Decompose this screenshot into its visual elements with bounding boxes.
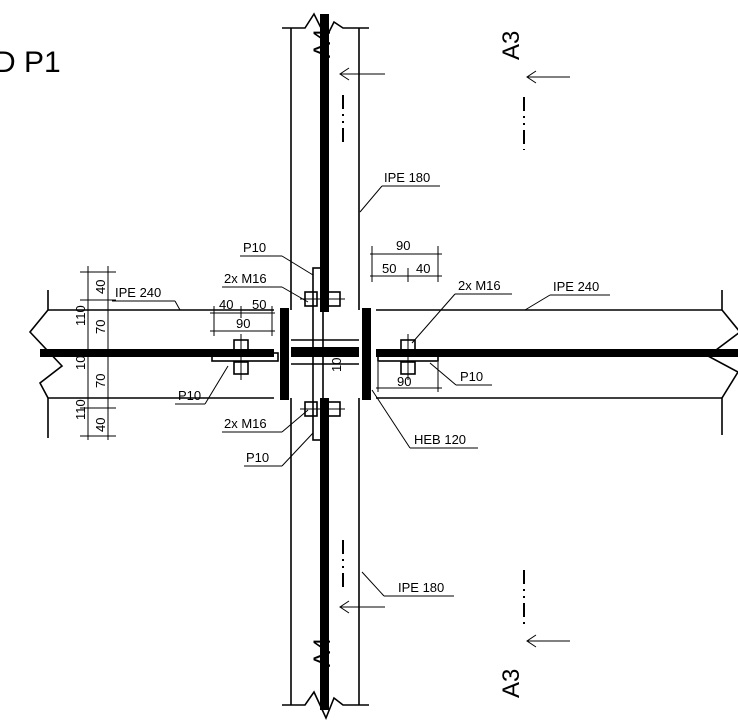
label-bolts-bottom: 2x M16	[224, 416, 267, 431]
dim-40-left-plate: 40	[219, 297, 233, 312]
section-mark-a3-top: A3	[498, 31, 525, 60]
label-column-bottom: IPE 180	[398, 580, 444, 595]
label-plate-left: P10	[178, 388, 201, 403]
dim-10-left: 10	[73, 356, 88, 370]
dimension-right-plate	[376, 362, 442, 392]
bolts-upper	[300, 291, 345, 307]
label-bolts-right: 2x M16	[458, 278, 501, 293]
dim-70-top: 70	[93, 320, 108, 334]
dim-90-right-plate: 90	[397, 374, 411, 389]
dim-90-left-plate: 90	[236, 316, 250, 331]
dimension-right-top	[370, 246, 442, 282]
dim-40-top: 40	[93, 280, 108, 294]
section-mark-a4-top: A4	[309, 29, 336, 58]
section-mark-a4-bottom: A4	[309, 638, 336, 667]
dimension-left-plate	[210, 306, 275, 336]
bolt-right	[400, 334, 416, 380]
dim-70-bottom: 70	[93, 374, 108, 388]
label-beam-right: IPE 240	[553, 279, 599, 294]
label-column-top: IPE 180	[384, 170, 430, 185]
column-ipe180	[282, 12, 369, 721]
dimension-chain-left	[80, 266, 116, 440]
plate-left-p10	[211, 352, 279, 362]
bolts-lower	[300, 401, 345, 417]
dim-50-right-top: 50	[382, 261, 396, 276]
dim-40-right-top: 40	[416, 261, 430, 276]
dim-90-right-top: 90	[396, 238, 410, 253]
bolt-left	[233, 334, 249, 380]
label-plate-right: P10	[460, 369, 483, 384]
dim-110-top: 110	[73, 305, 88, 326]
label-beam-left: IPE 240	[115, 285, 161, 300]
plate-vertical-p10	[312, 267, 324, 441]
section-mark-a3-bottom: A3	[498, 669, 525, 698]
dim-50-left-plate: 50	[252, 297, 266, 312]
dim-40-bottom: 40	[93, 418, 108, 432]
dim-110-bottom: 110	[73, 399, 88, 420]
dim-10-web: 10	[329, 358, 344, 372]
label-heb120: HEB 120	[414, 432, 466, 447]
label-bolts-top: 2x M16	[224, 271, 267, 286]
beam-right-ipe240	[376, 290, 738, 435]
label-plate-bottom: P10	[246, 450, 269, 465]
drawing-title: D P1	[0, 46, 61, 79]
label-plate-top: P10	[243, 240, 266, 255]
heb120-stub	[280, 308, 371, 400]
